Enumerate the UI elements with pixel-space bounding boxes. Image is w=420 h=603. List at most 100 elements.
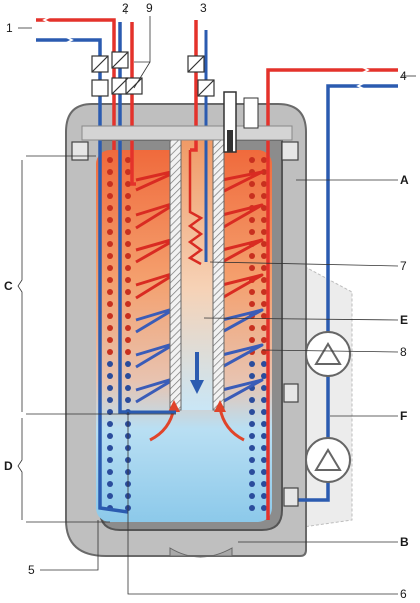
coil-dot [261,169,267,175]
inner-tube-left-wall [169,137,182,411]
coil-dot [107,157,113,163]
coil-dot [249,457,255,463]
label-2: 2 [122,1,129,15]
coil-dot [261,409,267,415]
coil-dot [107,433,113,439]
coil-dot [261,289,267,295]
coil-dot [125,301,131,307]
valve-icon-row [91,51,215,97]
label-8: 8 [400,345,407,359]
coil-dot [249,481,255,487]
inner-tube-right-wall [212,137,225,411]
coil-dot [125,241,131,247]
pump-icon [305,331,351,483]
coil-dot [125,277,131,283]
coil-dot [261,457,267,463]
label-C: C [4,279,13,293]
inner-heating-coil [187,150,204,266]
coil-dot [261,241,267,247]
label-E: E [400,313,408,327]
coil-dot [107,277,113,283]
coil-dot [107,229,113,235]
coil-dot [107,241,113,247]
coil-dot [261,157,267,163]
coil-dot [107,385,113,391]
label-9: 9 [146,1,153,15]
coil-dot [249,409,255,415]
coil-dot [261,361,267,367]
coil-dot [261,313,267,319]
return-arrow-right-head [214,400,226,412]
thermostat-icon [223,91,259,153]
coil-dot [107,421,113,427]
flow-arrow-icon [190,352,204,394]
coil-dot [125,193,131,199]
coil-dot [261,193,267,199]
label-7: 7 [400,259,407,273]
coil-dot [249,337,255,343]
label-F: F [400,409,407,423]
coil-dot [125,181,131,187]
coil-dot [107,193,113,199]
coil-dot [107,361,113,367]
leader-lines [17,6,416,595]
coil-dot [261,181,267,187]
coil-dot [107,289,113,295]
coil-dot [249,361,255,367]
coil-dot [125,265,131,271]
coil-dot [249,301,255,307]
return-arrow-left-head [168,400,180,412]
coil-dot [261,217,267,223]
coil-dot [261,493,267,499]
coil-dot [125,289,131,295]
label-3: 3 [200,1,207,15]
coil-dot [249,493,255,499]
coil-dot [125,373,131,379]
coil-dot [125,349,131,355]
coil-dot [249,265,255,271]
coil-dot [261,253,267,259]
coil-dot [249,325,255,331]
coil-dot [107,493,113,499]
coil-dot [249,469,255,475]
coil-dot [261,301,267,307]
coil-dot [125,313,131,319]
label-6: 6 [400,587,407,601]
coil-dot [249,373,255,379]
top-plate [81,125,293,141]
coil-dot [125,397,131,403]
coil-dot [125,325,131,331]
label-4: 4 [400,69,407,83]
coil-dot [107,481,113,487]
coil-dot [261,445,267,451]
coil-dot [107,265,113,271]
coil-dot [261,421,267,427]
coil-dot [261,373,267,379]
coil-dot [107,469,113,475]
coil-dot [261,397,267,403]
coil-dot [249,505,255,511]
coil-dot [249,397,255,403]
coil-dot [107,301,113,307]
coil-dot [249,433,255,439]
coil-dot [125,217,131,223]
coil-dot [125,253,131,259]
coil-dot [125,361,131,367]
coil-dots [107,157,267,511]
label-5: 5 [28,563,35,577]
coil-dot [107,397,113,403]
coil-dot [249,421,255,427]
coil-dot [261,337,267,343]
coil-dot [107,181,113,187]
coil-dot [261,265,267,271]
coil-dot [261,205,267,211]
coil-dot [107,169,113,175]
coil-dot [249,181,255,187]
label-B: B [400,535,409,549]
coil-dot [107,313,113,319]
coil-dot [125,337,131,343]
coil-dot [249,193,255,199]
coil-dot [261,433,267,439]
coil-dot [107,337,113,343]
